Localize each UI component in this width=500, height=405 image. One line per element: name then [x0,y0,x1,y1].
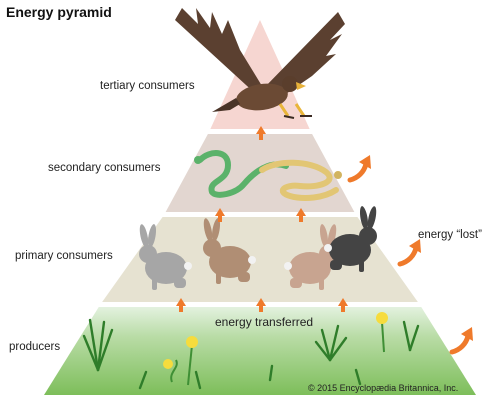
diagram-title: Energy pyramid [6,4,112,20]
copyright-text: © 2015 Encyclopædia Britannica, Inc. [308,383,459,393]
snake-icon [194,150,342,201]
energy-transferred-label: energy transferred [215,315,314,329]
producers-label: producers [9,341,61,353]
primary-consumers-label: primary consumers [15,250,113,262]
secondary-consumers-label: secondary consumers [48,162,161,174]
dandelion-icon [163,312,388,386]
energy-lost-label: energy “lost” [418,229,482,241]
eagle-icon [175,8,345,119]
grass-icon [82,318,420,390]
tertiary-consumers-label: tertiary consumers [100,80,195,92]
producer-band [44,305,476,395]
